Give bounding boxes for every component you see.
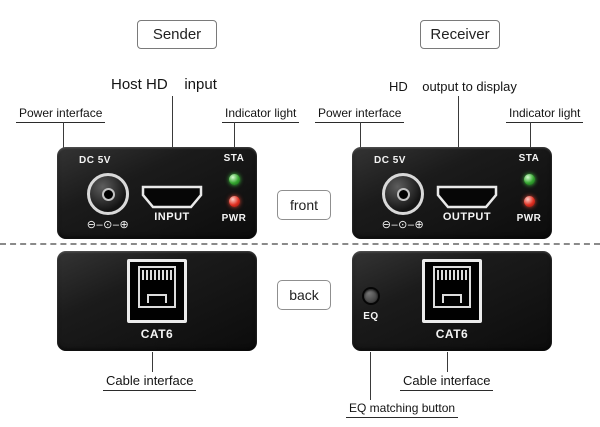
sender-hdmi-annotation: Host HD input	[111, 76, 217, 93]
sender-status-led-icon	[229, 174, 240, 185]
sender-indicator-annotation: Indicator light	[222, 106, 300, 123]
front-view-label: front	[289, 197, 318, 213]
sender-dc-label: DC 5V	[79, 155, 111, 166]
receiver-status-led-icon	[524, 174, 535, 185]
sender-sta-label: STA	[223, 153, 245, 164]
sender-power-annotation: Power interface	[16, 106, 106, 123]
receiver-power-led-icon	[524, 196, 535, 207]
back-view-box: back	[277, 280, 331, 310]
receiver-power-leader-line	[360, 122, 361, 148]
receiver-rj45-cavity	[433, 266, 471, 308]
sender-title: Sender	[152, 26, 202, 43]
sender-rj45-pins	[142, 270, 172, 280]
receiver-power-annotation: Power interface	[315, 106, 405, 123]
sender-rj45-port-icon	[127, 259, 187, 323]
receiver-eq-annotation: EQ matching button	[346, 401, 459, 418]
sender-cable-leader-line	[152, 352, 153, 372]
receiver-eq-button	[364, 289, 378, 303]
receiver-indicator-leader-line	[530, 122, 531, 148]
front-view-box: front	[277, 190, 331, 220]
receiver-title-box: Receiver	[420, 20, 500, 49]
receiver-dc-jack	[382, 173, 424, 215]
receiver-back-panel: EQ CAT6	[352, 251, 552, 351]
sender-power-leader-line	[63, 122, 64, 148]
sender-pwr-label: PWR	[221, 213, 247, 224]
receiver-polarity-icon: ⊖–⊙–⊕	[381, 219, 425, 231]
receiver-hdmi-port-icon	[436, 185, 498, 209]
sender-rj45-cavity	[138, 266, 176, 308]
receiver-front-panel: DC 5V ⊖–⊙–⊕ OUTPUT STA PWR	[352, 147, 552, 239]
receiver-eq-leader-line	[370, 352, 371, 400]
sender-dc-jack	[87, 173, 129, 215]
sender-power-led-icon	[229, 196, 240, 207]
receiver-pwr-label: PWR	[516, 213, 542, 224]
front-back-divider-line	[0, 243, 600, 245]
sender-rj45-notch	[147, 294, 167, 303]
receiver-indicator-annotation: Indicator light	[506, 106, 584, 123]
receiver-rj45-pins	[437, 270, 467, 280]
receiver-hdmi-leader-line	[458, 96, 459, 148]
sender-hdmi-leader-line	[172, 96, 173, 148]
sender-polarity-icon: ⊖–⊙–⊕	[86, 219, 130, 231]
receiver-rj45-port-icon	[422, 259, 482, 323]
receiver-cable-leader-line	[447, 352, 448, 372]
sender-hdmi-label: INPUT	[154, 211, 190, 223]
receiver-hdmi-label: OUTPUT	[442, 211, 492, 223]
sender-back-panel: CAT6	[57, 251, 257, 351]
receiver-dc-label: DC 5V	[374, 155, 406, 166]
receiver-rj45-notch	[442, 294, 462, 303]
sender-front-panel: DC 5V ⊖–⊙–⊕ INPUT STA PWR	[57, 147, 257, 239]
receiver-sta-label: STA	[518, 153, 540, 164]
receiver-eq-label: EQ	[363, 311, 379, 322]
receiver-hdmi-annotation: HD output to display	[389, 79, 517, 94]
sender-cat6-label: CAT6	[140, 327, 174, 341]
sender-cable-annotation: Cable interface	[103, 373, 197, 391]
sender-hdmi-port-icon	[141, 185, 203, 209]
receiver-cat6-label: CAT6	[435, 327, 469, 341]
sender-title-box: Sender	[137, 20, 217, 49]
back-view-label: back	[289, 287, 319, 303]
receiver-cable-annotation: Cable interface	[400, 373, 494, 391]
receiver-title: Receiver	[430, 26, 490, 43]
sender-indicator-leader-line	[234, 122, 235, 148]
